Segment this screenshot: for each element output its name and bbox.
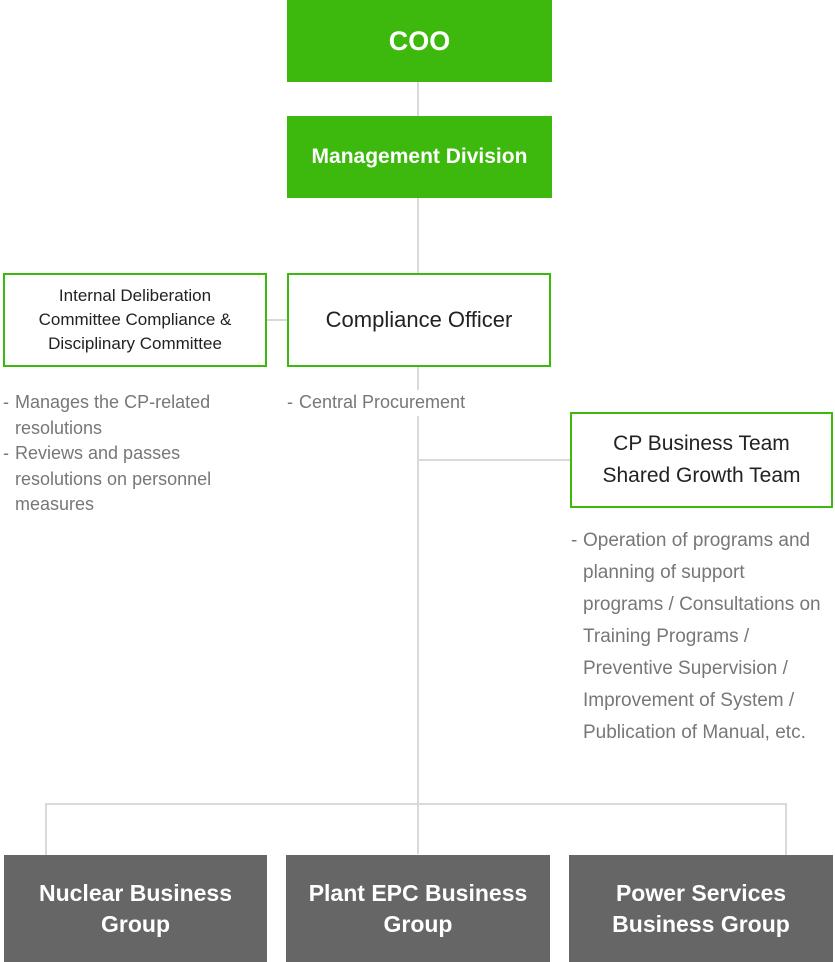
power-services-business-group-box: Power Services Business Group	[569, 855, 833, 962]
power-services-business-group-label: Power Services Business Group	[612, 879, 790, 937]
cp-team-note-item: - Operation of programs and planning of …	[571, 525, 829, 749]
cp-team-label: CP Business Team Shared Growth Team	[602, 432, 801, 487]
officer-note-item: - Central Procurement	[287, 390, 527, 416]
plant-epc-business-group-label: Plant EPC Business Group	[308, 879, 528, 937]
officer-note-text: Central Procurement	[299, 392, 466, 412]
committee-note-item: - Manages the CP-related resolutions	[3, 390, 253, 441]
internal-committee-label: Internal Deliberation Committee Complian…	[38, 286, 232, 353]
committee-note-text: Manages the CP-related resolutions	[15, 392, 211, 438]
officer-notes: - Central Procurement	[287, 390, 527, 416]
nuclear-business-group-label: Nuclear Business Group	[38, 879, 233, 937]
cp-team-notes: - Operation of programs and planning of …	[571, 525, 829, 749]
note-dash: -	[3, 392, 9, 412]
management-division-label: Management Division	[311, 145, 528, 168]
committee-note-item: - Reviews and passes resolutions on pers…	[3, 441, 253, 518]
note-dash: -	[3, 443, 9, 463]
connector-nuclear	[45, 803, 47, 855]
note-dash: -	[287, 392, 293, 412]
plant-epc-business-group-box: Plant EPC Business Group	[286, 855, 550, 962]
connector-bottom-horizontal	[45, 803, 787, 805]
coo-box: COO	[287, 0, 552, 82]
coo-label: COO	[388, 25, 451, 56]
connector-committee	[267, 319, 287, 321]
connector-main-vertical	[417, 82, 419, 854]
note-dash: -	[571, 530, 578, 551]
compliance-officer-label: Compliance Officer	[325, 307, 513, 332]
nuclear-business-group-box: Nuclear Business Group	[4, 855, 267, 962]
cp-team-box: CP Business Team Shared Growth Team	[570, 412, 833, 508]
connector-cp-team	[418, 459, 570, 461]
compliance-officer-box: Compliance Officer	[287, 273, 551, 367]
committee-note-text: Reviews and passes resolutions on person…	[15, 443, 212, 514]
connector-power	[785, 803, 787, 855]
management-division-box: Management Division	[287, 116, 552, 198]
committee-notes: - Manages the CP-related resolutions - R…	[3, 390, 253, 518]
internal-committee-box: Internal Deliberation Committee Complian…	[3, 273, 267, 367]
cp-team-note-text: Operation of programs and planning of su…	[583, 530, 821, 743]
